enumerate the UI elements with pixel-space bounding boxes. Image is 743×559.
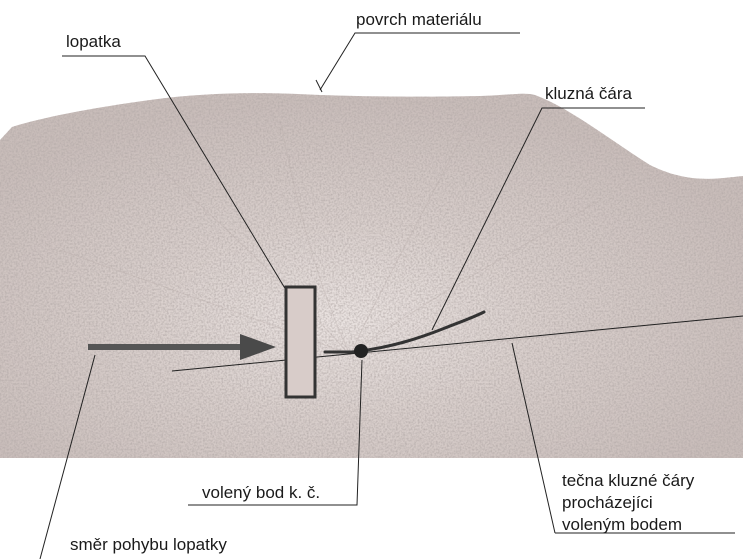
material-surface-label: povrch materiálu (356, 11, 482, 28)
chosen-point-label: volený bod k. č. (202, 484, 320, 501)
tangent-label: tečna kluzné čáry procházejíci voleným b… (562, 470, 694, 536)
blade-motion-direction-label: směr pohybu lopatky (70, 536, 227, 553)
tangent-label-line-2: procházejíci (562, 492, 694, 514)
chosen-point (354, 344, 368, 358)
tangent-label-line-1: tečna kluzné čáry (562, 470, 694, 492)
blade-label: lopatka (66, 33, 121, 50)
slip-line-label: kluzná čára (545, 85, 632, 102)
material-body (0, 93, 743, 458)
tangent-label-line-3: voleným bodem (562, 514, 694, 536)
blade (286, 287, 315, 397)
